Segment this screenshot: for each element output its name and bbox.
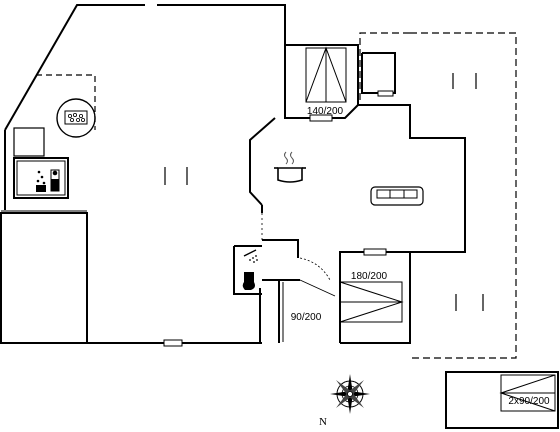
bed-180-200 [339, 281, 404, 323]
hot-tub-icon [56, 98, 96, 138]
toilet-icon [242, 272, 255, 290]
bed-label-upper: 140/200 [307, 106, 344, 117]
sofa-icon [370, 186, 424, 206]
shower-icon [243, 249, 258, 263]
sauna-room [13, 127, 69, 199]
bed-label-middle: 180/200 [351, 271, 388, 282]
right-terrace [359, 32, 517, 359]
bed-label-small: 90/200 [291, 312, 322, 323]
compass-north-label: N [319, 416, 327, 428]
openings [145, 2, 394, 347]
cooking-pot-icon [274, 151, 306, 183]
bed-label-annex: 2x90/200 [508, 396, 550, 407]
bed-140-200 [305, 46, 347, 103]
door-swings [261, 213, 336, 297]
compass-icon [330, 374, 370, 414]
window-markers [86, 73, 484, 311]
sauna-icon [36, 164, 63, 192]
hot-tub-terrace [36, 74, 96, 130]
annex-building [445, 371, 559, 429]
left-lower-block [0, 210, 88, 344]
